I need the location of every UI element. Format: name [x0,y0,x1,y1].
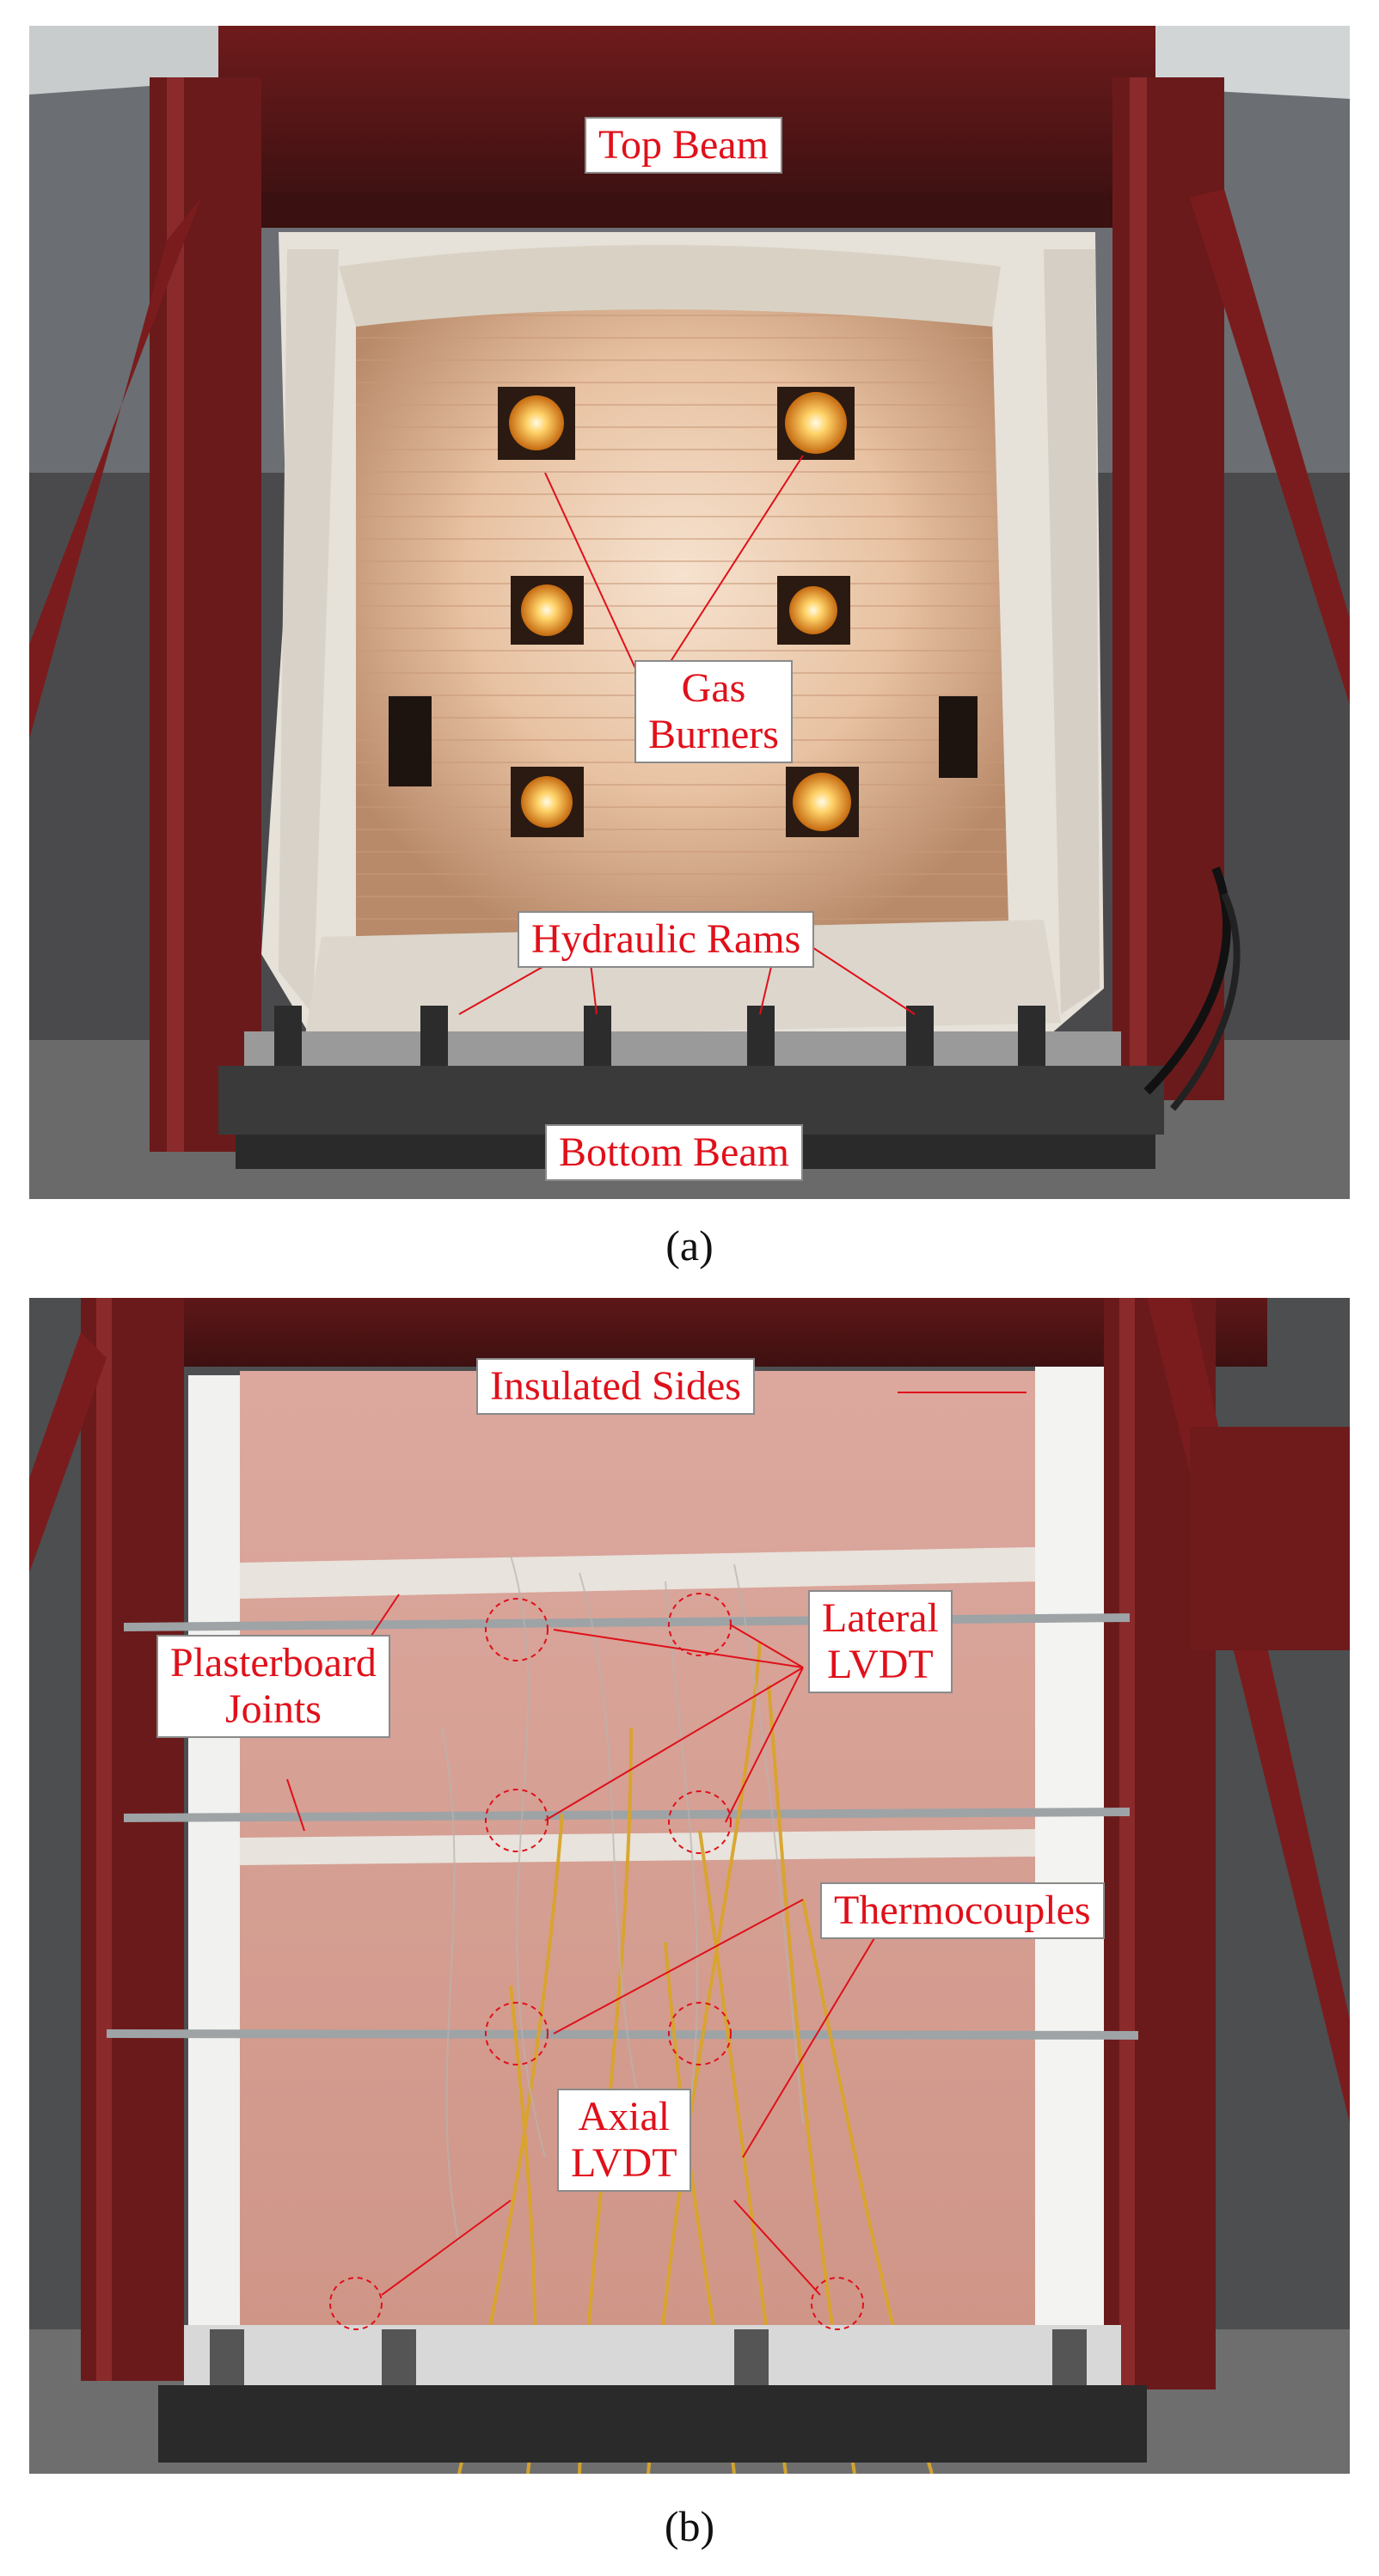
plasterboard-joints-label: Plasterboard Joints [156,1635,390,1738]
caption-b: (b) [664,2502,715,2550]
axial-lvdt-label-line2: LVDT [571,2139,677,2186]
insulated-sides-label: Insulated Sides [476,1358,755,1415]
hydraulic-rams-label: Hydraulic Rams [518,911,815,968]
photo-panel-b: Insulated Sides Plasterboard Joints Late… [29,1298,1350,2474]
lateral-lvdt-label: Lateral LVDT [808,1590,953,1693]
lateral-lvdt-label-line2: LVDT [827,1641,934,1687]
axial-lvdt-label-line1: Axial [578,2094,671,2139]
furnace-photo-illustration [29,26,1350,1199]
bottom-beam-label: Bottom Beam [545,1124,803,1181]
photo-panel-a: Top Beam Gas Burners Hydraulic Rams Bott… [29,26,1350,1199]
lateral-lvdt-label-line1: Lateral [822,1595,939,1641]
plasterboard-joints-label-line1: Plasterboard [170,1640,377,1686]
axial-lvdt-label: Axial LVDT [557,2089,691,2192]
gas-burners-label: Gas Burners [634,660,793,763]
gas-burners-label-line2: Burners [648,711,779,757]
top-beam-label: Top Beam [585,117,782,174]
gas-burners-label-line1: Gas [681,665,746,711]
plasterboard-joints-label-line2: Joints [224,1686,322,1732]
wall-specimen-photo-illustration [29,1298,1350,2474]
thermocouples-label: Thermocouples [820,1882,1105,1939]
burner-group [498,387,859,837]
caption-a: (a) [665,1221,714,1270]
